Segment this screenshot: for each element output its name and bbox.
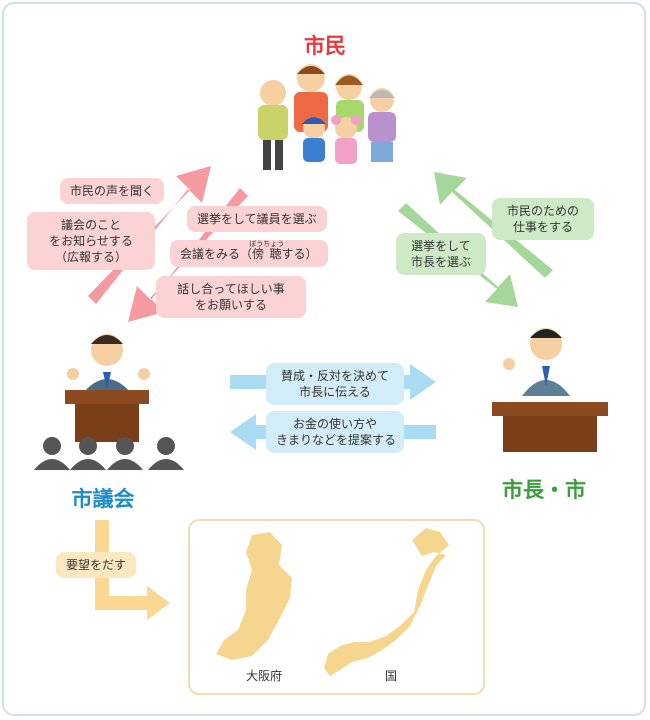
label-elect-members: 選挙をして議員を選ぶ (187, 206, 327, 232)
label-work-for-citizens: 市民のための 仕事をする (492, 198, 594, 240)
nation-caption: 国 (384, 669, 397, 683)
label-work-line1: 市民のための (506, 204, 579, 218)
label-listen-citizens: 市民の声を聞く (60, 178, 165, 204)
council-title: 市議会 (71, 487, 135, 511)
label-petition: 要望をだす (56, 552, 137, 578)
label-watch-pre: 会議をみる（ (180, 247, 253, 261)
council-speaker (65, 334, 150, 442)
label-elect-mayor-line1: 選挙をして (411, 239, 471, 253)
mayor-speaker (492, 328, 608, 452)
osaka-caption: 大阪府 (245, 669, 282, 683)
label-propose-line2: きまりなどを提案する (276, 433, 397, 447)
mayor-title: 市長・市 (502, 478, 586, 502)
label-decide-tell-mayor: 賛成・反対を決めて 市長に伝える (266, 363, 404, 405)
osaka-map (216, 532, 292, 660)
label-watch-ruby: ぼうちょう (249, 240, 285, 248)
label-watch-post: する） (281, 247, 318, 261)
label-inform-citizens: 議会のこと をお知らせする （広報する） (27, 212, 155, 270)
label-elect-mayor-line2: 市長を選ぶ (410, 255, 471, 269)
citizens-illustration (258, 64, 396, 174)
japan-map (324, 528, 449, 676)
label-elect-mayor: 選挙をして 市長を選ぶ (396, 233, 486, 275)
label-request-line2: をお願いする (194, 298, 267, 312)
label-work-line2: 仕事をする (512, 220, 573, 234)
label-propose-council: お金の使い方や きまりなどを提案する (266, 411, 404, 453)
label-request-council: 話し合ってほしい事 をお願いする (156, 276, 306, 318)
label-watch-base: 傍聴 (249, 247, 285, 261)
label-decide-line1: 賛成・反対を決めて (280, 369, 389, 383)
label-propose-line1: お金の使い方や (292, 417, 377, 431)
label-inform-line2: をお知らせする (49, 234, 133, 248)
council-members (34, 437, 184, 470)
arrow-petition (95, 520, 170, 620)
citizens-title: 市民 (304, 34, 346, 58)
label-inform-line3: （広報する） (54, 250, 127, 264)
label-inform-line1: 議会のこと (60, 218, 121, 232)
label-request-line1: 話し合ってほしい事 (177, 282, 285, 296)
label-decide-line2: 市長に伝える (299, 385, 371, 399)
label-watch-session: 会議をみる（傍聴ぼうちょうする） (170, 240, 328, 267)
